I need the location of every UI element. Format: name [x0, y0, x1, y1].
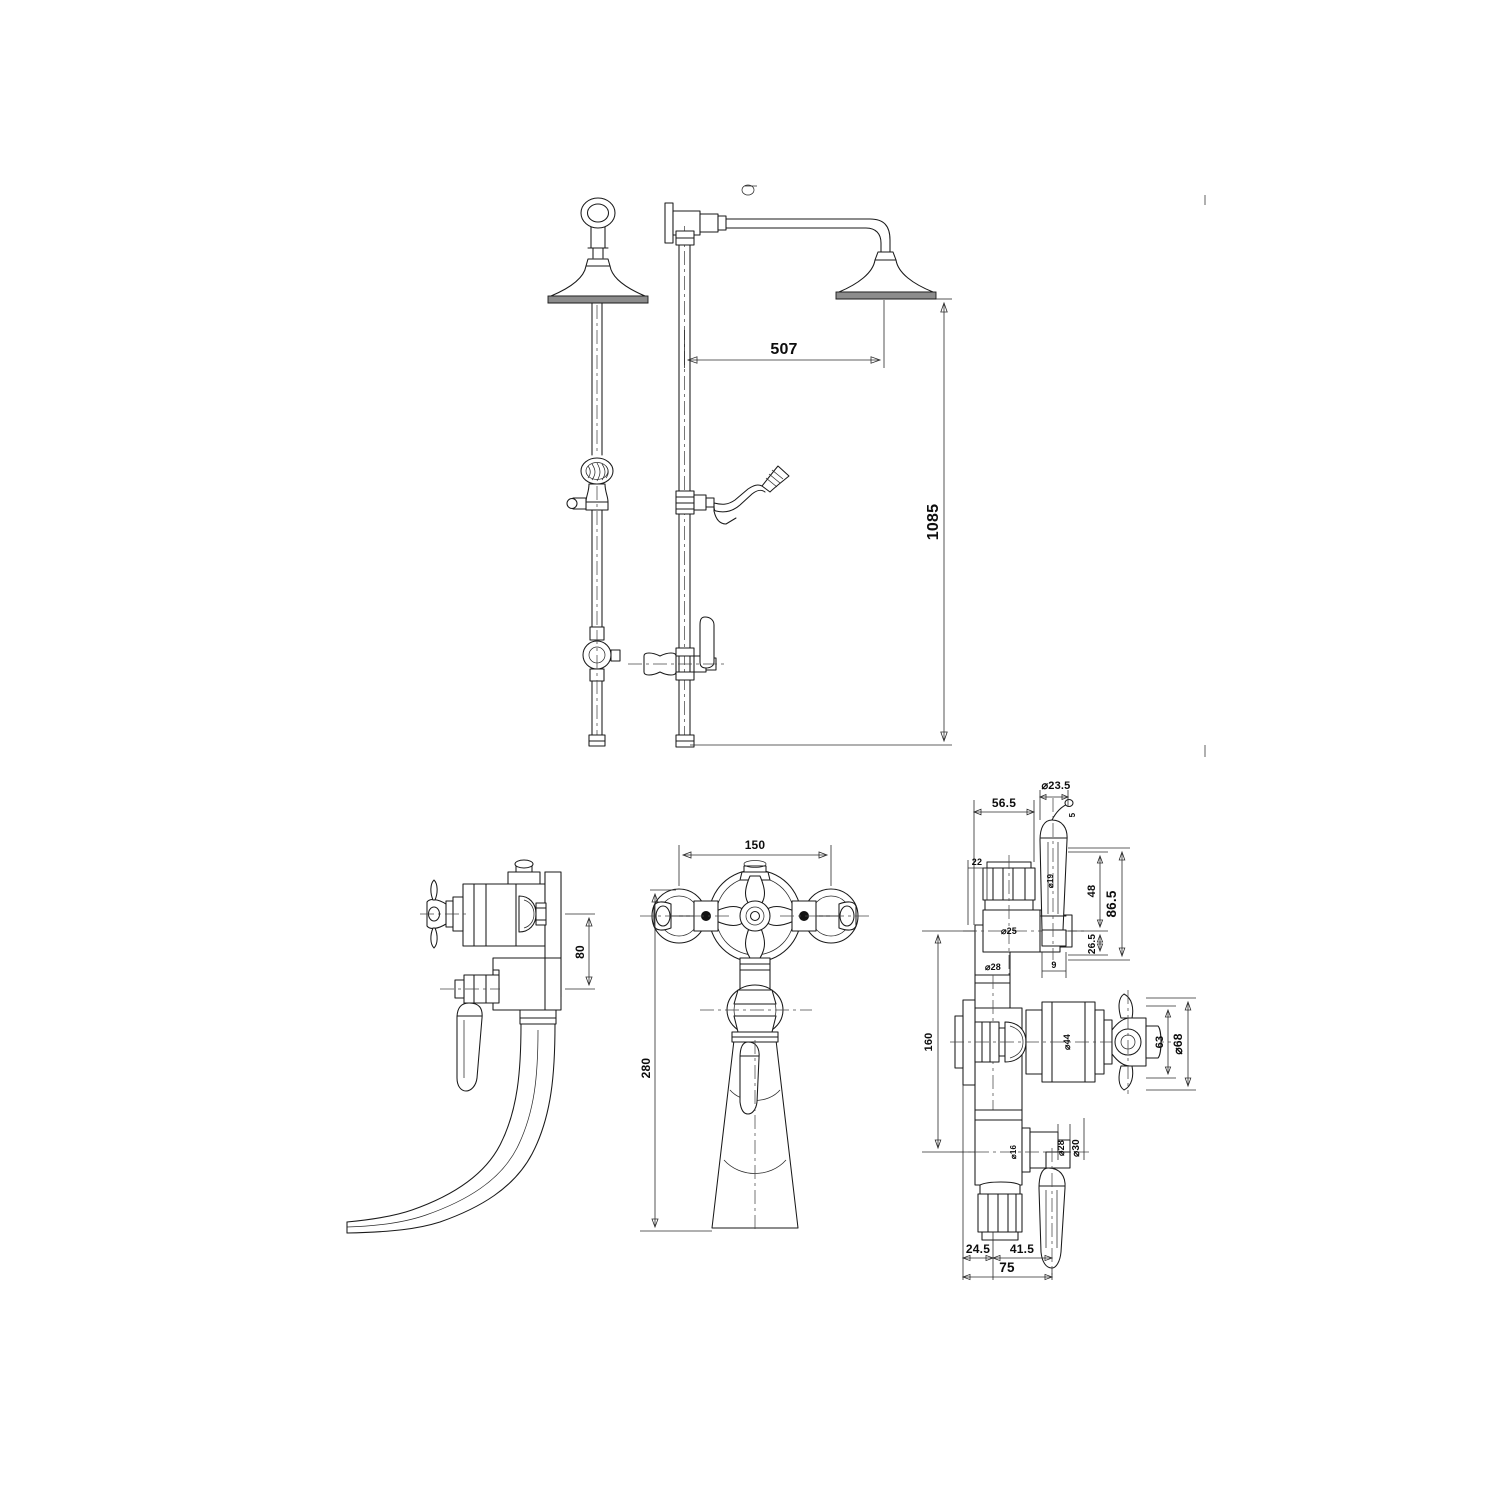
dimension-56-5: 56.5 [972, 796, 1036, 925]
cross-head-handle-side [420, 879, 470, 949]
shower-valve-side [628, 616, 724, 748]
dim-label-26-5: 26.5 [1087, 934, 1098, 955]
dim-label-63: 63 [1154, 1036, 1166, 1049]
cross-head-handle-right [780, 888, 870, 944]
dim-label-d68: ⌀68 [1171, 1033, 1185, 1054]
shower-riser-front-view [547, 197, 649, 747]
bath-filler-front-view: 150 280 [639, 838, 870, 1232]
valve-middle-body [950, 974, 1180, 1200]
dimension-d23-5: ⌀23.5 [1038, 780, 1070, 820]
dim-label-507: 507 [770, 341, 797, 358]
dimension-26-5: 26.5 [1068, 934, 1108, 956]
dim-label-80: 80 [573, 945, 587, 959]
spout-body-front [711, 1031, 799, 1232]
dim-label-5: 5 [1068, 812, 1077, 817]
dim-label-160: 160 [923, 1033, 935, 1052]
handset [713, 465, 790, 525]
overhead-shower-head [835, 251, 937, 300]
dimension-d28-bottom: ⌀28 ⌀30 [1056, 1118, 1085, 1160]
ceiling-hook-icon [580, 197, 616, 249]
dim-label-d28-bottom: ⌀28 [1056, 1140, 1066, 1156]
dim-label-1085: 1085 [925, 504, 942, 540]
dim-label-48: 48 [1086, 885, 1098, 898]
dim-label-24-5: 24.5 [966, 1242, 990, 1256]
body-escutcheon-front [708, 860, 802, 963]
dimension-48: 48 [1068, 851, 1108, 932]
dim-label-d23-5: ⌀23.5 [1041, 780, 1070, 792]
riser-tube-side [675, 226, 695, 748]
dimension-9: 9 [1041, 952, 1067, 978]
dimension-507: 507 [684, 300, 885, 368]
dimension-22: 22 [967, 857, 988, 925]
lower-outlet-side [440, 957, 562, 1092]
valve-top-lever-handle[interactable] [1039, 798, 1074, 960]
swan-neck-spout [346, 1009, 557, 1234]
dim-label-d19: ⌀19 [1046, 873, 1055, 888]
fixed-shower-head [547, 247, 649, 304]
riser-tube-upper [591, 302, 603, 456]
cross-head-handle-left [640, 888, 730, 944]
dimension-160: 160 [922, 930, 975, 1153]
spout-neck-front [700, 957, 812, 1036]
dim-label-22: 22 [972, 857, 982, 867]
valve-bottom-lever-handle[interactable] [1038, 1148, 1071, 1275]
dim-label-41-5: 41.5 [1010, 1242, 1034, 1256]
dimension-d68: ⌀68 [1146, 997, 1196, 1091]
valve-top-outlet [963, 855, 1085, 1000]
dim-label-280: 280 [639, 1058, 653, 1079]
shower-riser-side-view [628, 202, 937, 748]
dim-label-d44: ⌀44 [1062, 1034, 1072, 1050]
dim-label-56-5: 56.5 [992, 796, 1016, 810]
riser-lower-elbow [582, 626, 621, 747]
wall-bracket [664, 202, 727, 244]
dim-label-d16: ⌀16 [1009, 1144, 1018, 1159]
dimension-1085: 1085 [690, 298, 952, 746]
dim-label-d25: ⌀25 [1001, 926, 1017, 936]
shower-arm [725, 218, 891, 253]
dim-label-9: 9 [1051, 960, 1056, 970]
bath-filler-side-view: 80 [346, 859, 595, 1234]
handset-holder [580, 457, 614, 485]
dim-label-75: 75 [999, 1260, 1015, 1275]
dim-label-150: 150 [745, 838, 766, 852]
cartridge-detail [518, 895, 547, 933]
diverter-body [566, 483, 609, 628]
dim-label-d30: ⌀30 [1071, 1139, 1082, 1157]
dim-label-86-5: 86.5 [1104, 890, 1119, 917]
dimension-base-group: 24.5 41.5 75 [961, 1085, 1054, 1281]
dimension-280: 280 [639, 889, 712, 1232]
valve-body-side [462, 859, 562, 959]
thermostatic-valve-detail: 56.5 ⌀23.5 22 ⌀25 ⌀19 [922, 780, 1196, 1281]
dimension-80: 80 [565, 913, 595, 990]
registration-marks [741, 184, 1206, 757]
dimension-150: 150 [678, 838, 832, 886]
valve-bottom-outlet [950, 1109, 1090, 1241]
dimension-86-5: 86.5 [1068, 847, 1130, 961]
dim-label-d28-top: ⌀28 [985, 962, 1001, 972]
dimension-63: 63 [1146, 1005, 1176, 1079]
handset-outlet-connector [675, 490, 715, 515]
